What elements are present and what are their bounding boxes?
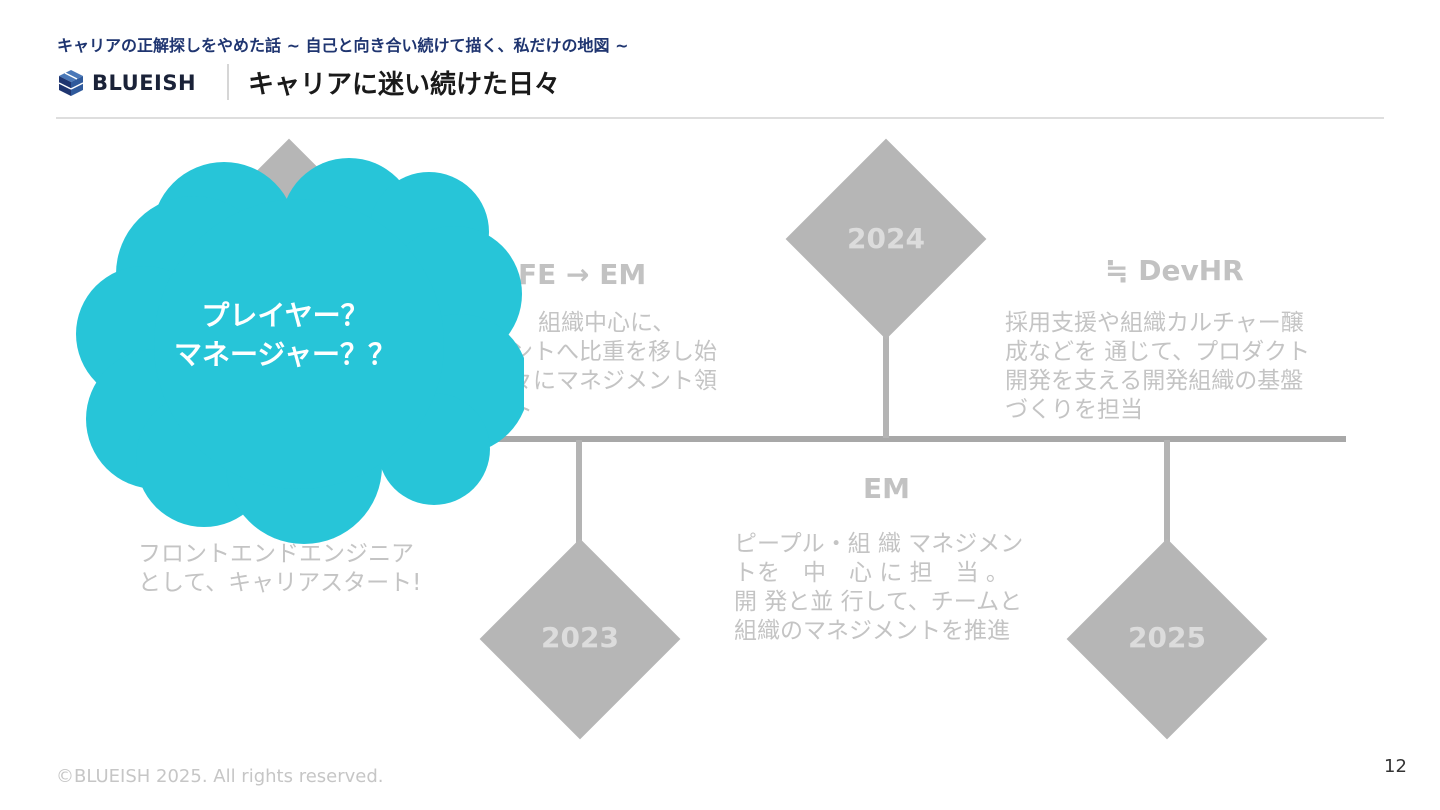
header-divider [56, 117, 1384, 119]
page-title: キャリアに迷い続けた日々 [248, 70, 561, 100]
copyright-notice: ©BLUEISH 2025. All rights reserved. [56, 766, 384, 787]
title-separator [227, 64, 229, 100]
year-label-2023: 2023 [541, 621, 619, 654]
timeline-stem-2024 [883, 326, 889, 438]
year-label-2024: 2024 [847, 222, 925, 255]
slide-subtitle: キャリアの正解探しをやめた話 ~ 自己と向き合い続けて描く、私だけの地図 ~ [57, 36, 629, 55]
desc-fe-em: 組織中心に、 ントへ比重を移し始 々にマネジメント領 ト [510, 310, 717, 423]
cube-logo-icon [58, 70, 84, 96]
desc-devhr: 採用支援や組織カルチャー醸 成などを 通じて、プロダクト 開発を支える開発組織の… [1005, 310, 1311, 423]
desc-career-start: フロントエンドエンジニア として、キャリアスタート! [138, 541, 422, 596]
role-fe-em: FE → EM [518, 258, 647, 291]
desc-em: ピープル・組 織 マネジメン トを 中 心 に 担 当 。 開 発と並 行して、… [734, 531, 1024, 644]
timeline-stem-2023 [576, 440, 582, 550]
blueish-logo: BLUEISH [56, 66, 196, 100]
thought-cloud-shape [76, 158, 524, 544]
timeline-stem-2025 [1164, 440, 1170, 550]
cloud-question-text: プレイヤー？ マネージャー？？ [173, 299, 397, 371]
year-label-2025: 2025 [1128, 621, 1206, 654]
page-number: 12 [1384, 756, 1407, 777]
timeline-axis [150, 436, 1346, 442]
role-devhr: ≒ DevHR [1105, 254, 1244, 287]
role-em: EM [863, 472, 910, 505]
logo-wordmark: BLUEISH [92, 71, 197, 95]
